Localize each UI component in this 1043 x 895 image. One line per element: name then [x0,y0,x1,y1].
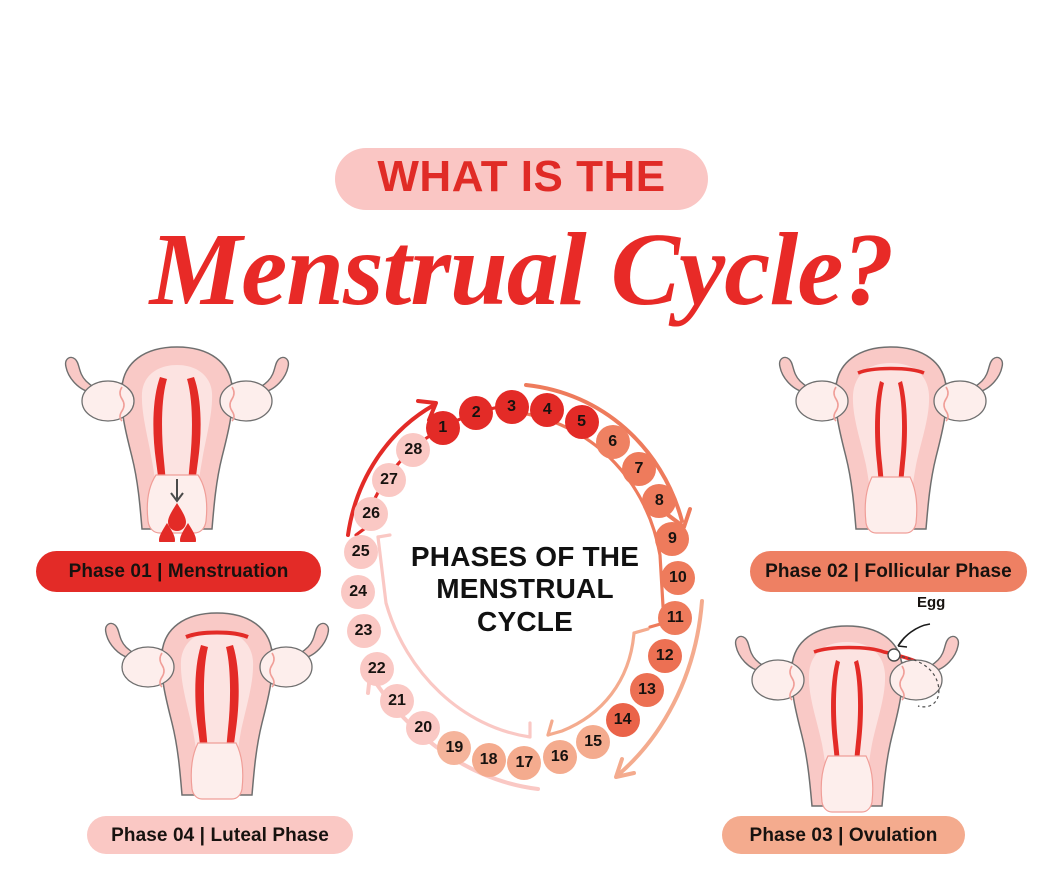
day-marker-6[interactable]: 6 [595,424,630,459]
kicker-badge: WHAT IS THE [335,148,708,210]
day-marker-23[interactable]: 23 [346,614,381,649]
page-title: Menstrual Cycle? [149,212,895,327]
day-marker-label: 5 [577,412,587,430]
center-line-3: CYCLE [477,605,573,637]
day-marker-14[interactable]: 14 [605,702,640,737]
egg-icon [887,648,901,662]
uterus-illustration-menstruation [64,346,290,542]
day-marker-label: 19 [445,739,464,757]
day-marker-10[interactable]: 10 [660,560,695,595]
day-marker-label: 1 [438,418,448,436]
day-marker-label: 17 [515,753,534,771]
center-line-2: MENSTRUAL [436,573,614,605]
day-marker-label: 4 [542,401,552,419]
cervix-canal [190,742,244,800]
day-marker-4[interactable]: 4 [530,393,565,428]
day-marker-label: 24 [349,583,368,601]
phase-03-label[interactable]: Phase 03 | Ovulation [722,816,965,854]
day-marker-label: 26 [362,505,381,523]
wheel-center-text: PHASES OF THE MENSTRUAL CYCLE [330,541,720,638]
day-marker-28[interactable]: 28 [396,433,431,468]
egg-travel-path [895,655,940,708]
day-marker-label: 2 [471,404,481,422]
bracket-ovulation [546,627,650,737]
day-marker-label: 15 [584,733,602,751]
uterus-illustration-luteal [104,612,330,800]
day-marker-label: 28 [404,441,423,459]
phase-04-label[interactable]: Phase 04 | Luteal Phase [87,816,353,854]
kicker-wrapper: WHAT IS THE [0,148,1043,210]
day-marker-2[interactable]: 2 [459,396,494,431]
day-marker-label: 3 [507,398,517,416]
day-marker-label: 11 [666,608,684,626]
fundus-line [185,630,249,639]
day-marker-label: 10 [668,568,687,586]
day-marker-label: 18 [479,750,498,768]
day-marker-22[interactable]: 22 [359,651,394,686]
day-marker-label: 20 [414,719,433,737]
day-marker-8[interactable]: 8 [642,484,677,519]
day-marker-label: 27 [380,470,398,488]
day-marker-24[interactable]: 24 [341,575,376,610]
day-marker-label: 7 [634,459,644,477]
day-marker-12[interactable]: 12 [647,638,682,673]
day-marker-label: 21 [388,692,406,710]
center-line-1: PHASES OF THE [410,541,640,572]
egg-pointer-arrow-icon [897,623,931,648]
blood-drops [159,503,196,542]
day-marker-label: 25 [351,543,370,561]
day-marker-21[interactable]: 21 [379,684,414,719]
day-marker-label: 23 [354,622,373,640]
day-marker-label: 13 [638,681,656,699]
day-marker-25[interactable]: 25 [343,535,378,570]
day-marker-label: 6 [608,432,618,450]
day-marker-label: 12 [655,646,674,664]
day-marker-label: 8 [654,492,664,510]
day-marker-1[interactable]: 1 [425,410,460,445]
day-marker-label: 16 [550,747,569,765]
bracket-luteal [376,533,532,739]
phase-01-label[interactable]: Phase 01 | Menstruation [36,551,321,592]
flow-arrow-icon [170,479,184,503]
uterus-illustration-ovulation [734,623,960,813]
day-marker-19[interactable]: 19 [437,731,472,766]
day-marker-17[interactable]: 17 [507,745,542,780]
day-marker-26[interactable]: 26 [354,497,389,532]
day-marker-label: 14 [613,710,632,728]
day-marker-3[interactable]: 3 [494,390,529,425]
day-marker-9[interactable]: 9 [655,521,690,556]
day-marker-15[interactable]: 15 [576,725,611,760]
cervix-canal [820,755,874,813]
uterus-illustration-follicular [778,346,1004,534]
fundus-line [857,366,925,375]
day-marker-16[interactable]: 16 [542,739,577,774]
day-marker-18[interactable]: 18 [471,742,506,777]
day-marker-11[interactable]: 11 [658,600,693,635]
phase-02-label[interactable]: Phase 02 | Follicular Phase [750,551,1027,592]
day-marker-13[interactable]: 13 [629,673,664,708]
arrow-ovulation-icon [614,599,704,779]
day-marker-label: 22 [367,659,386,677]
day-marker-5[interactable]: 5 [564,404,599,439]
cervix-canal [864,476,918,534]
day-marker-7[interactable]: 7 [622,451,656,486]
day-marker-20[interactable]: 20 [406,711,441,746]
egg-annotation-label: Egg [917,594,946,611]
day-marker-label: 9 [667,529,677,547]
day-marker-27[interactable]: 27 [372,462,407,497]
